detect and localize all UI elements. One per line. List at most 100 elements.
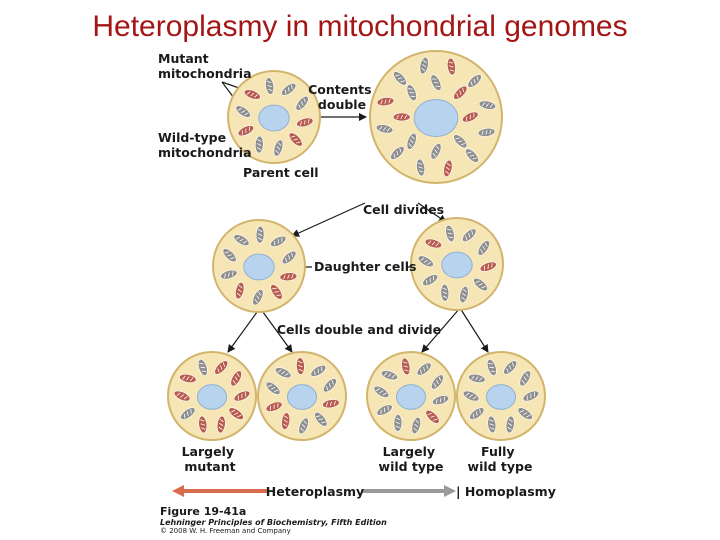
daughter-cells-label: Daughter cells xyxy=(314,259,416,274)
mutant-mitochondrion xyxy=(216,415,226,434)
heteroplasmy-arrowhead xyxy=(172,485,184,497)
granddaughter-cell-2 xyxy=(257,351,347,441)
doubled-cell xyxy=(369,50,503,184)
wildtype-mitochondrion xyxy=(467,74,482,88)
mutant-mitochondrion xyxy=(230,370,242,387)
mutant-mitochondrion xyxy=(179,373,197,383)
wildtype-mitochondrion xyxy=(220,269,238,280)
wildtype-mitochondrion xyxy=(197,359,208,376)
granddaughter-cell-4 xyxy=(456,351,546,441)
book-title: Lehninger Principles of Biochemistry, Fi… xyxy=(160,518,387,527)
wildtype-mitochondrion xyxy=(255,225,265,244)
mutant-mitochondrion xyxy=(270,284,283,300)
wildtype-mitochondrion xyxy=(381,370,398,381)
wildtype-mitochondrion xyxy=(517,407,533,420)
wildtype-mitochondrion xyxy=(416,362,432,376)
nucleus xyxy=(258,104,290,132)
wildtype-mitochondrion xyxy=(270,235,287,247)
figure-caption: Figure 19-41a Lehninger Principles of Bi… xyxy=(160,505,387,535)
wildtype-mitochondrion xyxy=(486,359,497,376)
wildtype-mitochondrion xyxy=(222,248,237,263)
nucleus xyxy=(395,384,427,410)
divide-arrow-right xyxy=(417,202,447,223)
wildtype-mitochondrion xyxy=(487,415,497,434)
mutant-mitochondrion xyxy=(265,401,283,412)
wildtype-mitochondrion xyxy=(462,228,477,242)
mutant-mitochondrion xyxy=(479,261,497,272)
split-arrow-1 xyxy=(227,307,261,353)
wildtype-mitochondrion xyxy=(459,285,469,304)
wildtype-mitochondrion xyxy=(468,373,486,383)
page-title: Heteroplasmy in mitochondrial genomes xyxy=(92,10,628,43)
nucleus xyxy=(441,251,473,279)
wildtype-mitochondrion xyxy=(265,77,275,95)
heteroplasmy-label: Heteroplasmy xyxy=(266,484,364,499)
wildtype-mitochondrion xyxy=(375,124,394,134)
wildtype-mitochondrion xyxy=(440,284,450,302)
wildtype-mitochondrion xyxy=(273,139,284,157)
granddaughter-cell-1 xyxy=(167,351,257,441)
mutant-mitochondrion xyxy=(228,407,244,420)
cell-divides-label: Cell divides xyxy=(363,202,444,217)
contents-double-label: Contents double xyxy=(308,82,376,112)
wildtype-mitochondrion xyxy=(233,234,250,246)
wildtype-mitochondrion xyxy=(281,250,297,265)
mutant-mitochondrion xyxy=(198,415,208,434)
parent-cell-label: Parent cell xyxy=(243,165,319,180)
cells xyxy=(167,50,546,441)
daughter-cell-right xyxy=(410,217,504,311)
wildtype-mitochondrion xyxy=(393,414,403,432)
wildtype-mitochondrion xyxy=(252,289,264,306)
wildtype-mitochondrion xyxy=(431,374,444,390)
wildtype-mitochondrion xyxy=(411,416,421,435)
figure-number: Figure 19-41a xyxy=(160,505,247,518)
wildtype-mitochondrion xyxy=(323,378,337,393)
nucleus xyxy=(413,98,459,138)
wildtype-mitochondria-label: Wild-type mitochondria xyxy=(158,130,252,160)
copyright-line: © 2008 W. H. Freeman and Company xyxy=(160,527,291,535)
mutant-mitochondrion xyxy=(288,132,303,147)
wildtype-mitochondrion xyxy=(505,415,515,434)
wildtype-mitochondrion xyxy=(376,404,393,416)
wildtype-mitochondrion xyxy=(477,127,496,137)
wildtype-mitochondrion xyxy=(254,135,264,154)
wildtype-mitochondrion xyxy=(390,146,405,160)
mutant-mitochondrion xyxy=(281,412,291,430)
mutant-mitochondria-label: Mutant mitochondria xyxy=(158,51,252,81)
mutant-mitochondrion xyxy=(214,360,228,375)
cells-double-divide-label: Cells double and divide xyxy=(277,322,441,337)
nucleus xyxy=(243,253,275,281)
divide-arrow-left xyxy=(291,202,366,237)
nucleus xyxy=(196,384,228,410)
mutant-mitochondrion xyxy=(322,399,340,409)
wildtype-mitochondrion xyxy=(453,134,468,149)
mutant-mitochondrion xyxy=(296,357,305,375)
nucleus xyxy=(286,384,318,410)
wildtype-mitochondrion xyxy=(465,148,479,163)
wildtype-mitochondrion xyxy=(477,240,490,256)
mutant-mitochondrion xyxy=(446,57,456,76)
wildtype-mitochondrion xyxy=(430,74,442,91)
wildtype-mitochondrion xyxy=(275,367,292,379)
mutant-mitochondrion xyxy=(443,159,453,178)
mutant-mitochondrion xyxy=(233,390,251,402)
mutant-mitochondrion xyxy=(237,125,255,137)
mutant-mitochondrion xyxy=(235,281,245,300)
mutant-mitochondrion xyxy=(424,238,442,249)
wildtype-mitochondrion xyxy=(310,364,327,377)
granddaughter-cell-3 xyxy=(366,351,456,441)
fully-wildtype-label: Fully wild type xyxy=(468,444,533,474)
wildtype-mitochondrion xyxy=(445,224,455,243)
split-arrow-3 xyxy=(421,307,461,353)
wildtype-mitochondrion xyxy=(393,71,407,86)
wildtype-mitochondrion xyxy=(373,385,390,398)
wildtype-mitochondrion xyxy=(473,277,488,292)
mutant-mitochondrion xyxy=(462,111,479,123)
mutant-mitochondrion xyxy=(243,89,261,100)
mutant-mitochondrion xyxy=(296,117,314,128)
wildtype-mitochondrion xyxy=(430,143,442,160)
wildtype-mitochondrion xyxy=(417,255,434,268)
wildtype-mitochondrion xyxy=(432,395,450,406)
mutant-mitochondrion xyxy=(392,112,411,122)
split-arrow-2 xyxy=(259,307,293,353)
